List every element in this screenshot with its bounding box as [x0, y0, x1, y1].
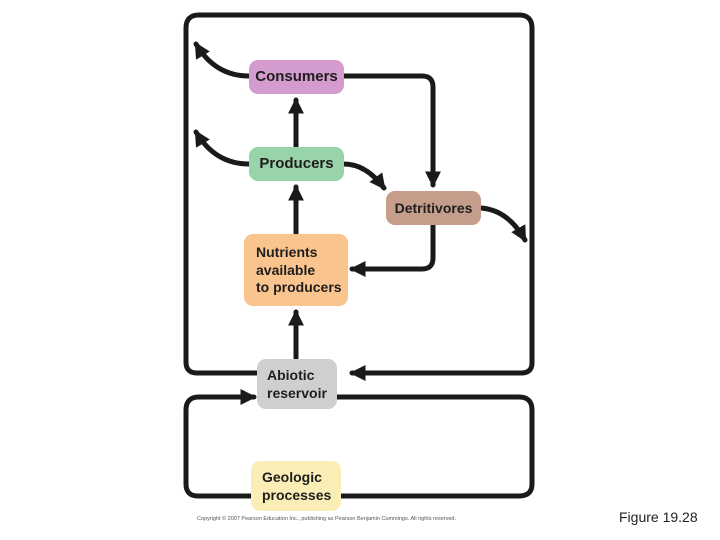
abiotic-label-line1: Abiotic: [267, 367, 315, 383]
geologic-label-line2: processes: [262, 486, 332, 503]
consumers-to-detritivores-arrow: [341, 73, 442, 188]
consumers-label: Consumers: [255, 68, 338, 85]
producers-loss-arrow: [193, 129, 252, 167]
nutrients-label-line1: Nutrients: [256, 244, 318, 260]
geologic-label-line1: Geologic: [262, 469, 322, 485]
nutrients-label-line3: to producers: [256, 279, 342, 295]
abiotic-label-line2: reservoir: [267, 384, 327, 401]
geologic-processes-node: Geologic processes: [251, 461, 341, 511]
detritivores-label: Detritivores: [394, 200, 473, 216]
detritivores-to-nutrients-arrow: [349, 222, 436, 278]
nutrients-node: Nutrients available to producers: [244, 234, 348, 306]
geologic-return-arrow: [334, 394, 535, 499]
detritivores-loss-arrow: [478, 205, 528, 243]
abiotic-reservoir-node: Abiotic reservoir: [257, 359, 337, 409]
producers-node: Producers: [249, 147, 344, 181]
nutrients-label-line2: available: [256, 261, 316, 278]
producers-to-detritivores-arrow: [341, 161, 387, 191]
outer-loop-arrow: [183, 12, 535, 382]
figure-label: Figure 19.28: [619, 509, 698, 525]
producers-label: Producers: [259, 155, 334, 172]
copyright-notice: Copyright © 2007 Pearson Education Inc.,…: [197, 516, 457, 522]
geologic-loop-arrow: [183, 388, 257, 499]
consumers-loss-arrow: [193, 41, 252, 79]
detritivores-node: Detritivores: [386, 191, 481, 225]
consumers-node: Consumers: [249, 60, 344, 94]
